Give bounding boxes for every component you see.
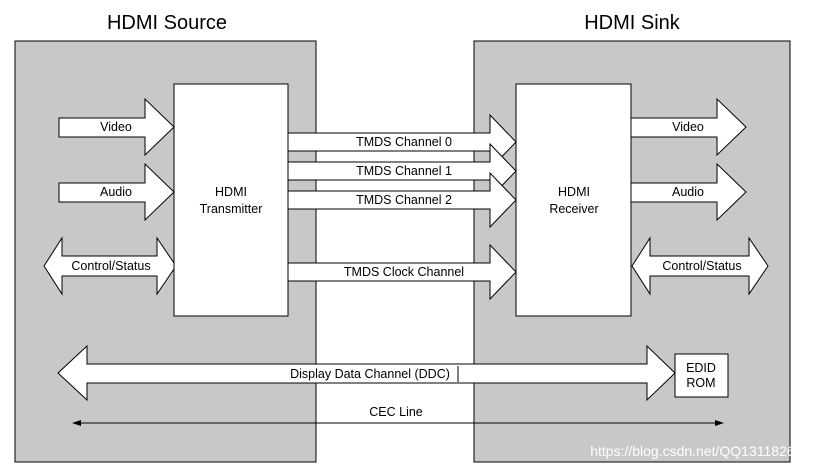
- edid-rom-box: [674, 353, 729, 398]
- hdmi-transmitter-box: [173, 83, 289, 317]
- watermark-text: https://blog.csdn.net/QQ1311826638: [590, 443, 818, 459]
- sink-control-status-label: Control/Status: [662, 259, 741, 273]
- source-title: HDMI Source: [107, 12, 227, 34]
- sink-audio-label: Audio: [672, 185, 704, 199]
- sink-video-label: Video: [672, 120, 704, 134]
- source-audio-label: Audio: [100, 185, 132, 199]
- tmds-channel-0-label: TMDS Channel 0: [356, 135, 452, 149]
- source-control-status-label: Control/Status: [71, 259, 150, 273]
- sink-control-status-arrow: [631, 236, 769, 296]
- hdmi-receiver-box: [515, 83, 632, 317]
- receiver-label-line1: HDMI: [558, 185, 590, 199]
- video-input-arrow: [58, 97, 175, 157]
- cec-left-arrowhead: [72, 420, 81, 426]
- receiver-label-line2: Receiver: [549, 202, 598, 216]
- source-video-label: Video: [100, 120, 132, 134]
- audio-input-arrow: [58, 162, 175, 222]
- edid-label-line2: ROM: [686, 376, 715, 390]
- cec-right-arrowhead: [715, 420, 724, 426]
- tmds-clock-channel-label: TMDS Clock Channel: [344, 265, 464, 279]
- transmitter-label-line1: HDMI: [215, 185, 247, 199]
- transmitter-label-line2: Transmitter: [200, 202, 263, 216]
- tmds-channel-0-arrow: [287, 113, 517, 171]
- audio-output-arrow: [630, 162, 747, 222]
- video-output-arrow: [630, 97, 747, 157]
- tmds-channel-1-label: TMDS Channel 1: [356, 164, 452, 178]
- ddc-label: Display Data Channel (DDC): [290, 367, 450, 381]
- cec-label: CEC Line: [369, 405, 423, 419]
- tmds-channel-1-arrow: [287, 142, 517, 200]
- edid-label-line1: EDID: [686, 361, 716, 375]
- tmds-clock-channel-arrow: [287, 243, 517, 301]
- tmds-channel-2-label: TMDS Channel 2: [356, 193, 452, 207]
- tmds-channel-2-arrow: [287, 171, 517, 229]
- sink-title: HDMI Sink: [584, 12, 681, 34]
